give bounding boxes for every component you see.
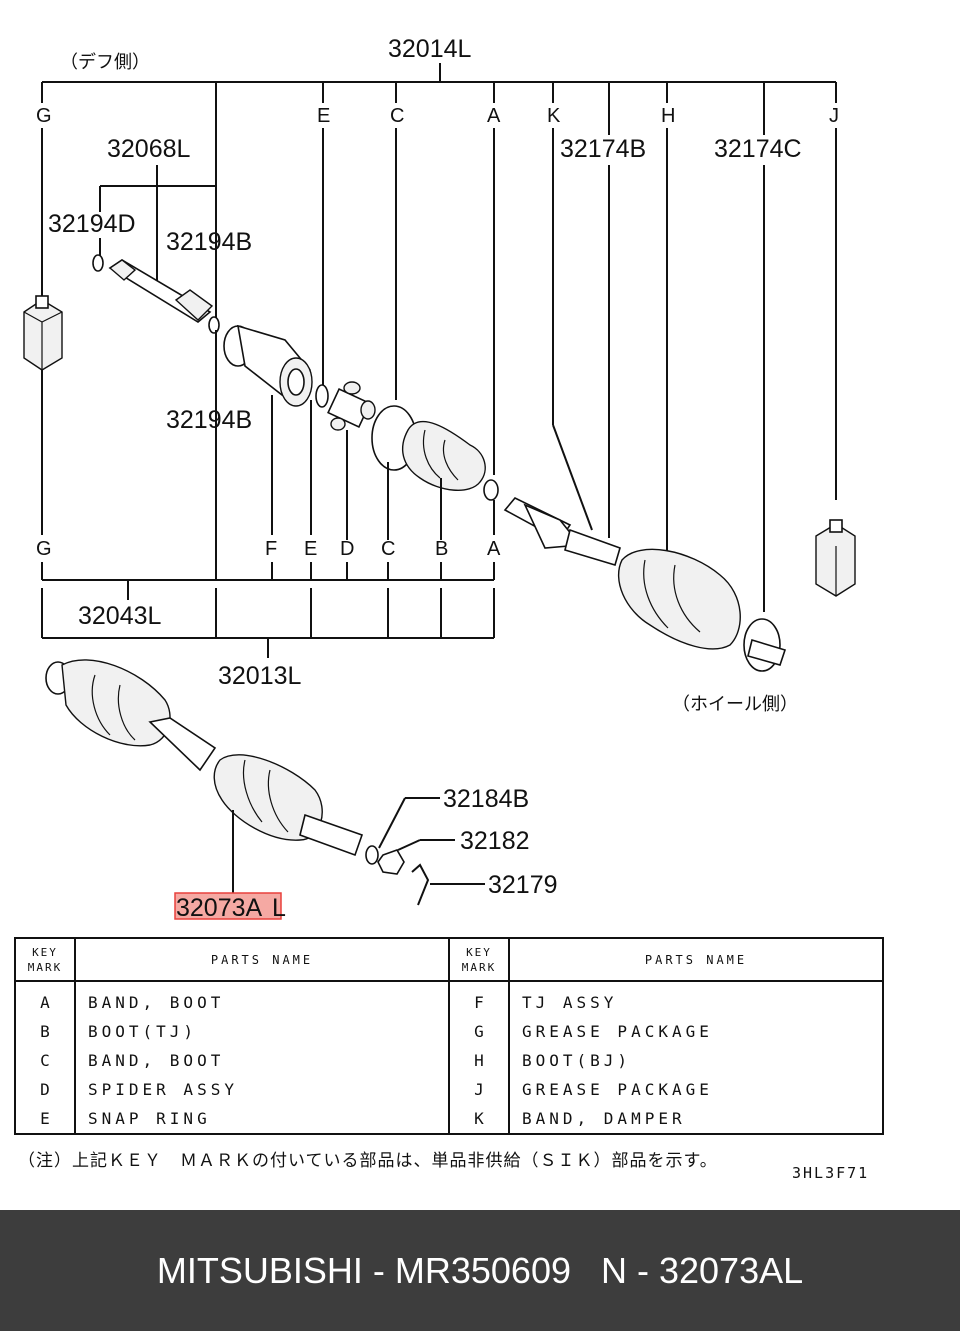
highlighted-part-box [174, 892, 282, 920]
top-mark-j: J [829, 105, 839, 127]
label-32179: 32179 [488, 871, 558, 899]
bottom-mark-d: D [340, 538, 354, 560]
spider-assy [327, 381, 376, 431]
table-key: F [474, 993, 484, 1012]
table-part-name: BAND, DAMPER [522, 1109, 686, 1128]
label-32068L: 32068L [107, 135, 191, 163]
table-part-name: SNAP RING [88, 1109, 211, 1128]
top-mark-g: G [36, 105, 52, 127]
grease-package-left [23, 295, 63, 371]
label-32194B-mid: 32194B [166, 406, 252, 434]
top-mark-k: K [547, 105, 561, 127]
inner-shaft [92, 254, 220, 334]
table-part-name: BAND, BOOT [88, 1051, 225, 1070]
parts-table: KEY MARK PARTS NAME A B C D E BAND, BOOT… [14, 937, 884, 1135]
label-32184B: 32184B [443, 785, 529, 813]
parts-name-header: PARTS NAME [210, 952, 314, 967]
part-number-footer: MITSUBISHI - MR350609 N - 32073AL [0, 1210, 960, 1331]
table-key: E [40, 1109, 50, 1128]
table-key: B [40, 1022, 50, 1041]
label-32182: 32182 [460, 827, 530, 855]
label-32013L: 32013L [218, 662, 302, 690]
table-part-name: BOOT(BJ) [522, 1051, 632, 1070]
top-mark-a: A [487, 105, 501, 127]
bottom-mark-b: B [435, 538, 448, 560]
diagram-code: 3HL3F71 [792, 1164, 870, 1182]
bottom-mark-f: F [265, 538, 277, 560]
parts-diagram: 32014L （デフ側） G E C A K H J 32068L 32194D… [23, 35, 856, 922]
bj-boot [617, 548, 741, 650]
table-key: D [40, 1080, 50, 1099]
label-32014L: 32014L [388, 35, 472, 63]
label-32043L: 32043L [78, 602, 162, 630]
key-header-line1: KEY [32, 945, 58, 959]
table-part-name: SPIDER ASSY [88, 1080, 238, 1099]
assembled-drive-shaft [45, 659, 364, 857]
table-part-name: GREASE PACKAGE [522, 1022, 713, 1041]
table-part-name: BOOT(TJ) [88, 1022, 198, 1041]
nut [377, 849, 405, 875]
table-key: J [474, 1080, 484, 1099]
table-key: A [40, 993, 50, 1012]
parts-table-left: KEY MARK PARTS NAME A B C D E BAND, BOOT… [16, 939, 448, 1133]
bottom-mark-e: E [304, 538, 317, 560]
table-key: C [40, 1051, 50, 1070]
bottom-mark-g: G [36, 538, 52, 560]
tj-boot [401, 420, 486, 491]
label-32194B-top: 32194B [166, 228, 252, 256]
parts-table-right: KEY MARK PARTS NAME F G H J K TJ ASSY GR… [448, 939, 882, 1133]
table-part-name: TJ ASSY [522, 993, 618, 1012]
band-boot-a [483, 479, 499, 501]
top-mark-h: H [661, 105, 675, 127]
snap-ring [315, 384, 329, 408]
top-mark-c: C [390, 105, 404, 127]
key-mark-header: KEY MARK [450, 939, 510, 980]
key-mark-header: KEY MARK [16, 939, 76, 980]
bottom-mark-a: A [487, 538, 501, 560]
label-32073AL-suffix: L [272, 894, 286, 922]
key-header-line2: MARK [27, 960, 63, 974]
label-32194D: 32194D [48, 210, 136, 238]
table-part-name: GREASE PACKAGE [522, 1080, 713, 1099]
key-header-line2: MARK [461, 960, 497, 974]
washer [365, 845, 379, 865]
outer-shaft [503, 497, 621, 566]
bottom-mark-c: C [381, 538, 395, 560]
parts-name-header: PARTS NAME [644, 952, 748, 967]
label-32073AL[interactable]: 32073A [176, 894, 263, 922]
grease-package-right [815, 519, 856, 597]
table-key: K [474, 1109, 484, 1128]
cotter-pin [411, 863, 430, 906]
key-header-line1: KEY [466, 945, 492, 959]
label-32174C: 32174C [714, 135, 802, 163]
table-part-name: BAND, BOOT [88, 993, 225, 1012]
diff-side-label: （デフ側） [60, 52, 150, 73]
footnote: （注）上記ＫＥＹ ＭＡＲＫの付いている部品は、単品非供給（ＳＩＫ）部品を示す。 [18, 1151, 718, 1171]
label-32174B: 32174B [560, 135, 646, 163]
wheel-side-label: （ホイール側） [672, 694, 798, 715]
hub-shaft [747, 638, 787, 666]
top-mark-e: E [317, 105, 330, 127]
tj-housing [223, 324, 313, 407]
table-key: G [474, 1022, 484, 1041]
table-key: H [474, 1051, 484, 1070]
